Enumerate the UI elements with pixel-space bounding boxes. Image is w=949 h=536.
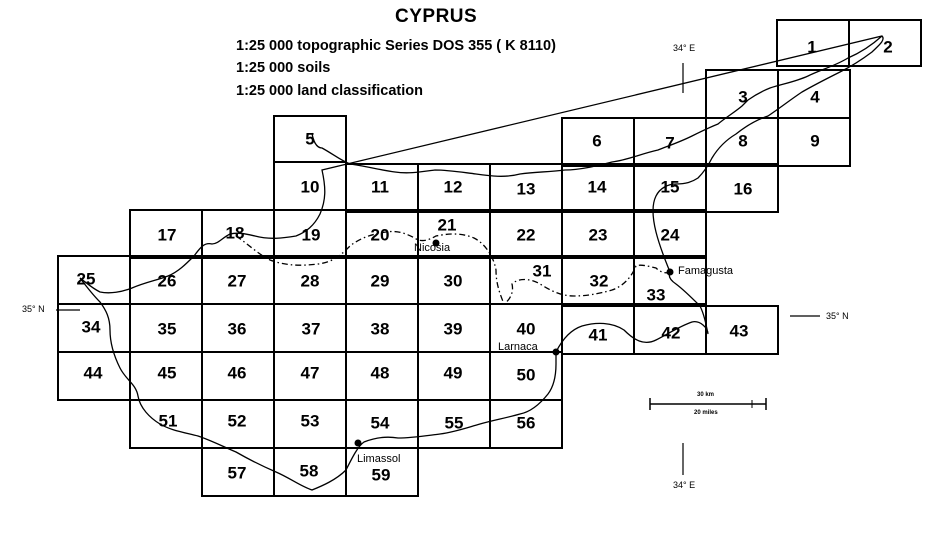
sheet-label-22[interactable]: 22 (517, 225, 536, 244)
sheet-label-15[interactable]: 15 (661, 177, 680, 196)
map-title: CYPRUS (395, 6, 478, 27)
sheet-label-51[interactable]: 51 (159, 411, 178, 430)
sheet-label-56[interactable]: 56 (517, 413, 536, 432)
sheet-label-45[interactable]: 45 (158, 363, 177, 382)
sheet-label-54[interactable]: 54 (371, 413, 390, 432)
series-topographic: 1:25 000 topographic Series DOS 355 ( K … (236, 38, 556, 54)
lon-label-top: 34° E (673, 43, 696, 53)
sheet-label-28[interactable]: 28 (301, 271, 320, 290)
series-soils: 1:25 000 soils (236, 60, 331, 76)
sheet-label-23[interactable]: 23 (589, 225, 608, 244)
sheet-label-24[interactable]: 24 (661, 225, 680, 244)
green-line (235, 230, 671, 305)
sheet-label-35[interactable]: 35 (158, 319, 177, 338)
scale-bar: 30 km 20 miles (649, 392, 767, 416)
nicosia-marker (432, 239, 440, 247)
sheet-label-4[interactable]: 4 (810, 87, 820, 106)
sheet-label-44[interactable]: 44 (84, 363, 103, 382)
sheet-label-3[interactable]: 3 (738, 87, 747, 106)
sheet-label-32[interactable]: 32 (590, 271, 609, 290)
sheet-label-48[interactable]: 48 (371, 363, 390, 382)
map-header: CYPRUS 1:25 000 topographic Series DOS 3… (0, 0, 949, 110)
sheet-label-8[interactable]: 8 (738, 131, 747, 150)
sheet-label-10[interactable]: 10 (301, 177, 320, 196)
sheet-label-27[interactable]: 27 (228, 271, 247, 290)
sheet-label-5[interactable]: 5 (305, 129, 314, 148)
lat-label-right: 35° N (826, 311, 849, 321)
sheet-label-31[interactable]: 31 (533, 261, 552, 280)
sheet-label-16[interactable]: 16 (734, 179, 753, 198)
scale-miles-label: 20 miles (694, 410, 718, 416)
sheet-label-19[interactable]: 19 (302, 225, 321, 244)
sheet-cell-2 (848, 19, 922, 67)
sheet-cell-33 (633, 255, 707, 305)
sheet-label-2[interactable]: 2 (883, 37, 892, 56)
sheet-label-1[interactable]: 1 (807, 37, 816, 56)
sheet-label-46[interactable]: 46 (228, 363, 247, 382)
sheet-label-13[interactable]: 13 (517, 179, 536, 198)
sheet-label-17[interactable]: 17 (158, 225, 177, 244)
sheet-label-20[interactable]: 20 (371, 225, 390, 244)
sheet-label-40[interactable]: 40 (517, 319, 536, 338)
sheet-label-11[interactable]: 11 (371, 177, 389, 196)
sheet-label-58[interactable]: 58 (300, 461, 319, 480)
sheet-label-50[interactable]: 50 (517, 365, 536, 384)
sheet-label-9[interactable]: 9 (810, 131, 819, 150)
sheet-label-53[interactable]: 53 (301, 411, 320, 430)
sheet-label-55[interactable]: 55 (445, 413, 464, 432)
series-land-classification: 1:25 000 land classification (236, 83, 423, 99)
sheet-label-43[interactable]: 43 (730, 321, 749, 340)
sheet-cell-24 (633, 209, 707, 259)
sheet-label-14[interactable]: 14 (588, 177, 607, 196)
sheet-label-12[interactable]: 12 (444, 177, 463, 196)
sheet-cell-43 (705, 305, 779, 355)
sheet-label-42[interactable]: 42 (662, 323, 681, 342)
sheet-label-59[interactable]: 59 (372, 465, 391, 484)
sheet-label-57[interactable]: 57 (228, 463, 247, 482)
sheet-label-37[interactable]: 37 (302, 319, 321, 338)
sheet-label-52[interactable]: 52 (228, 411, 247, 430)
sheet-label-33[interactable]: 33 (647, 285, 666, 304)
towns: Nicosia Famagusta Larnaca Limassol (354, 239, 734, 465)
larnaca-marker (552, 348, 560, 356)
scale-km-label: 30 km (697, 392, 714, 398)
limassol-marker (354, 439, 362, 447)
sheet-label-21[interactable]: 21 (438, 215, 457, 234)
sheet-cell-59 (345, 447, 419, 497)
famagusta-label: Famagusta (678, 265, 734, 277)
sheet-label-26[interactable]: 26 (158, 271, 177, 290)
lon-label-bottom: 34° E (673, 480, 696, 490)
sheet-label-34[interactable]: 34 (82, 317, 101, 336)
sheet-cell-9 (777, 117, 851, 167)
sheet-label-7[interactable]: 7 (665, 133, 674, 152)
lat-label-left: 35° N (22, 304, 45, 314)
sheet-label-25[interactable]: 25 (77, 269, 96, 288)
nicosia-label: Nicosia (414, 242, 451, 254)
sheet-label-36[interactable]: 36 (228, 319, 247, 338)
limassol-label: Limassol (357, 453, 400, 465)
sheet-grid (57, 19, 922, 497)
sheet-label-18[interactable]: 18 (226, 223, 245, 242)
sheet-label-47[interactable]: 47 (301, 363, 320, 382)
sheet-label-39[interactable]: 39 (444, 319, 463, 338)
sheet-label-29[interactable]: 29 (371, 271, 390, 290)
famagusta-marker (666, 268, 674, 276)
larnaca-label: Larnaca (498, 341, 539, 353)
sheet-cell-16 (705, 163, 779, 213)
sheet-label-6[interactable]: 6 (592, 131, 601, 150)
sheet-label-49[interactable]: 49 (444, 363, 463, 382)
sheet-label-38[interactable]: 38 (371, 319, 390, 338)
sheet-label-30[interactable]: 30 (444, 271, 463, 290)
coastline (79, 35, 884, 491)
sheet-cell-56 (489, 399, 563, 449)
sheet-label-41[interactable]: 41 (589, 325, 608, 344)
